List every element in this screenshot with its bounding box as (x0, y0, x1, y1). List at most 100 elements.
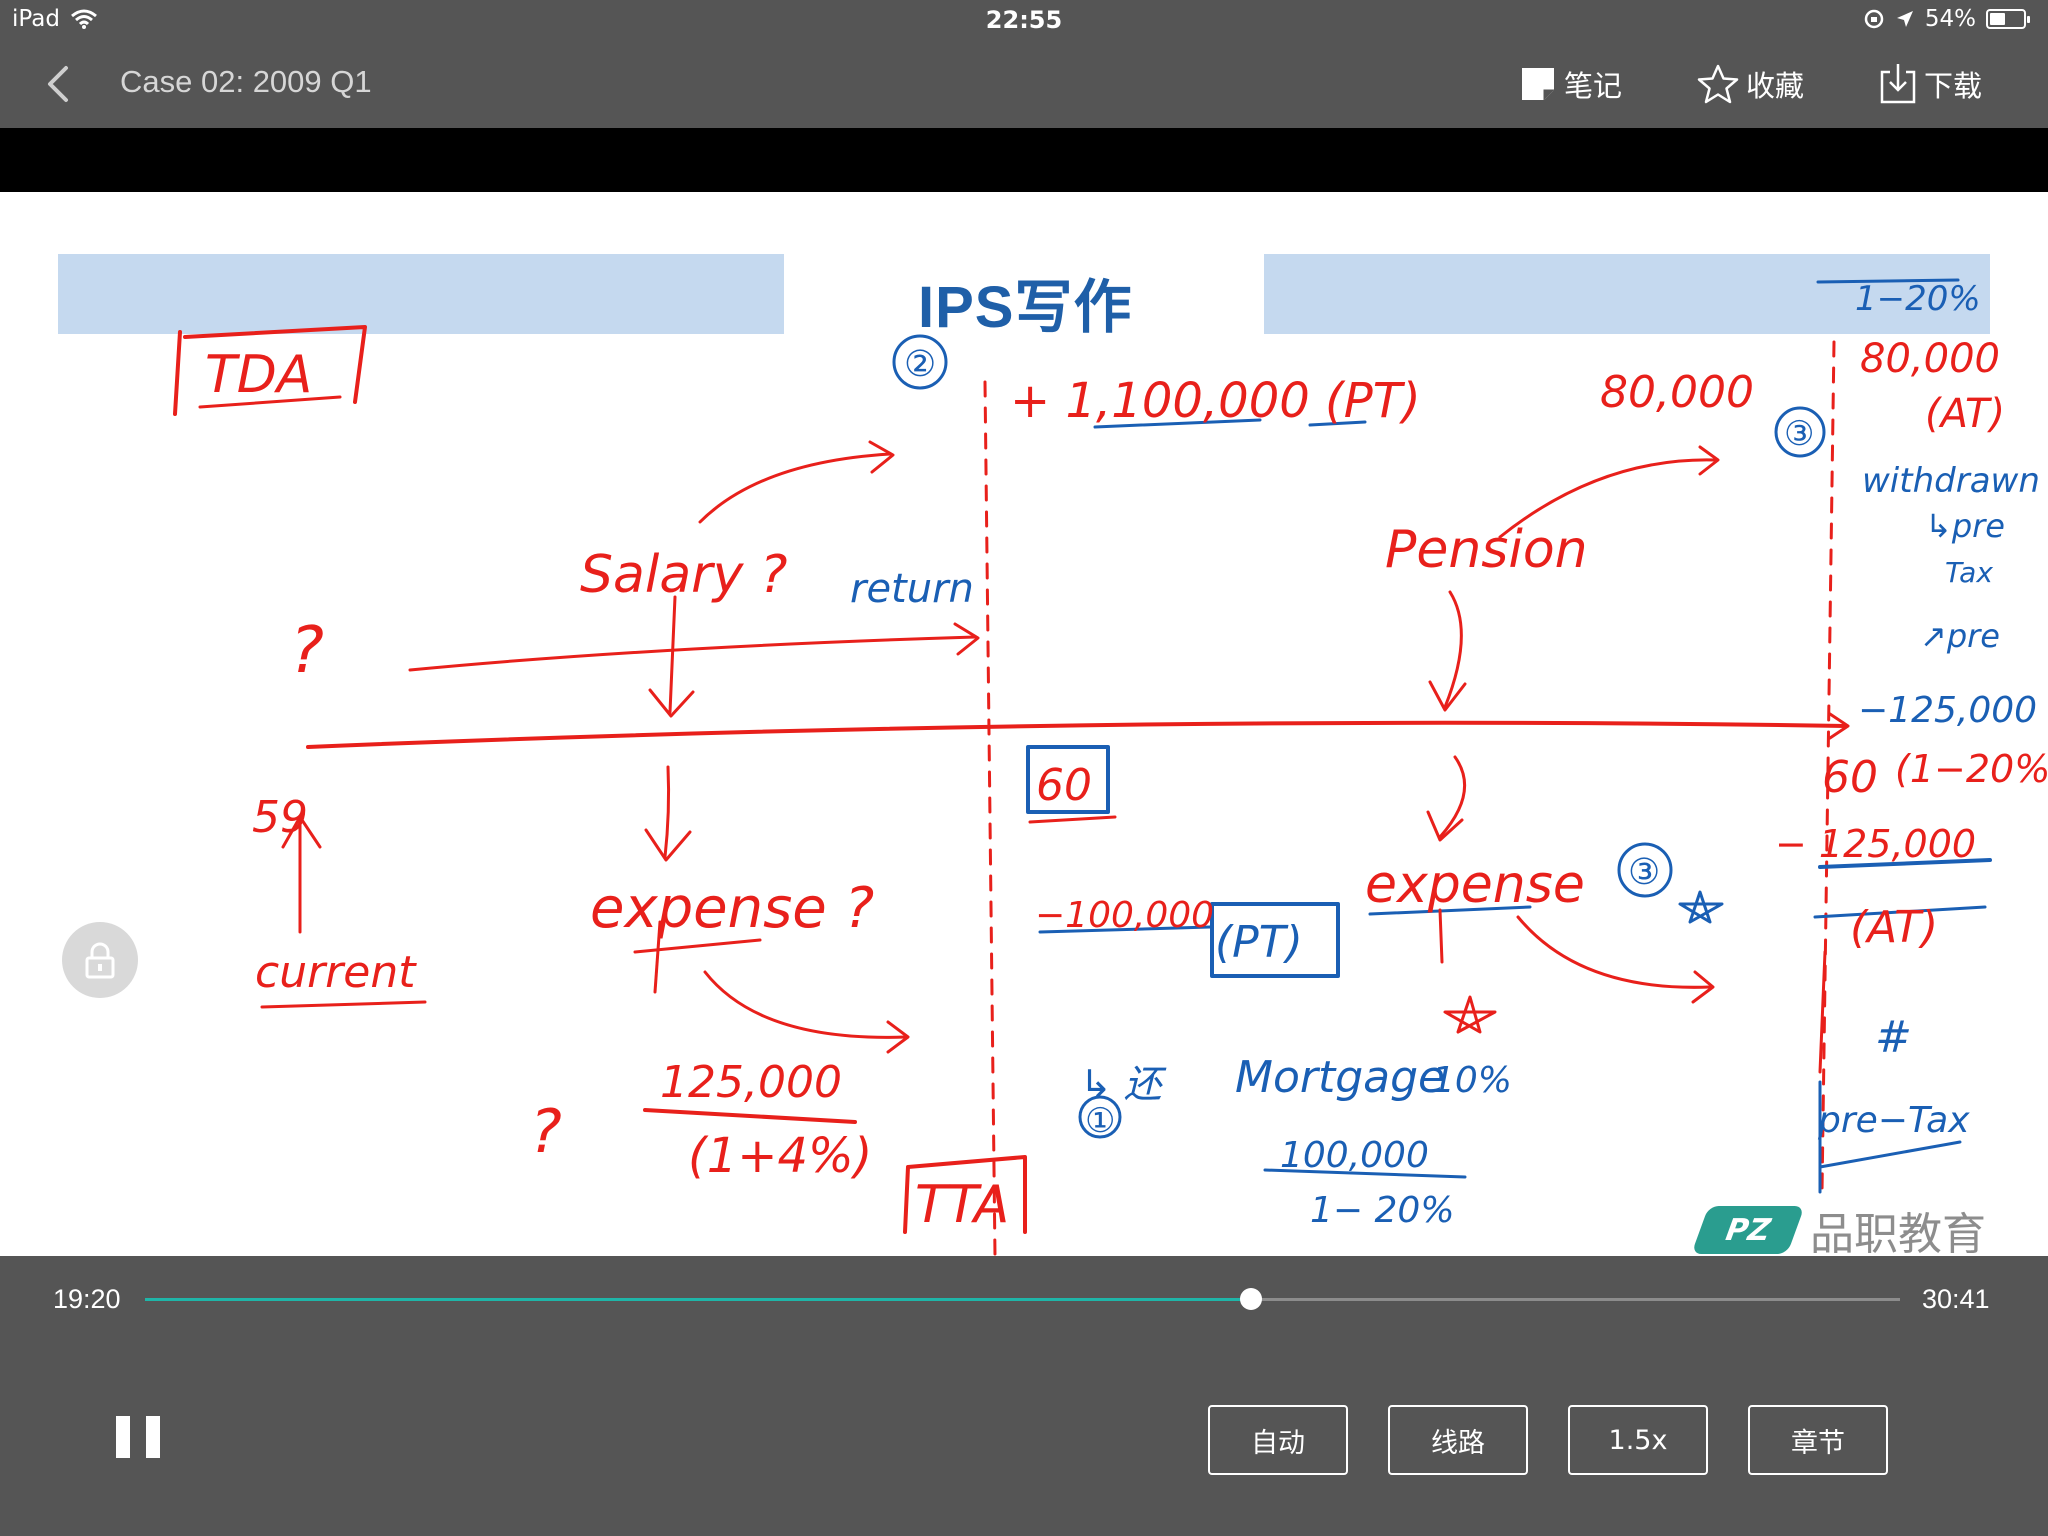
battery-level (1990, 13, 2006, 25)
timeline-line (306, 720, 1848, 749)
arrow-expense-right (703, 970, 907, 1039)
hw-pt-amount: + 1,100,000 (PT) (1010, 373, 1421, 429)
dashed-divider-2 (1820, 340, 1836, 1194)
hw-amount-80000-at: 80,000 (1860, 336, 2000, 382)
auto-quality-button[interactable]: 自动 (1208, 1405, 1348, 1475)
hw-tda: TDA (205, 345, 312, 405)
hw-age-60-right: 60 (1822, 752, 1878, 803)
speed-button[interactable]: 1.5x (1568, 1405, 1708, 1475)
hw-expense-right: expense (1365, 855, 1585, 915)
favorite-label: 收藏 (1746, 69, 1805, 103)
hw-pt-label: (PT) (1215, 917, 1303, 968)
download-icon (1880, 64, 1916, 104)
status-left: iPad (12, 6, 98, 32)
video-frame[interactable]: IPS写作 (0, 192, 2048, 1256)
arrow-pension-up (1498, 458, 1717, 539)
pt-box (1210, 902, 1340, 978)
hw-age-59: 59 (252, 792, 308, 843)
hw-at-label-2: (AT) (1850, 902, 1938, 953)
hw-current: current (255, 947, 417, 998)
hw-mortgage: Mortgage (1235, 1052, 1445, 1103)
hw-frac-den-top-right: 1−20% (1855, 279, 1981, 319)
hw-age-60-box: 60 (1036, 760, 1092, 811)
wifi-icon (70, 9, 97, 29)
hw-minus-100000: −100,000 (1035, 895, 1214, 936)
status-time: 22:55 (985, 6, 1063, 34)
hw-fraction-num-1: 100,000 (1280, 1135, 1429, 1176)
current-time: 19:20 (53, 1284, 121, 1314)
download-label: 下载 (1924, 69, 1983, 103)
device-name: iPad (12, 6, 60, 32)
hw-hash: # (1875, 1012, 1912, 1063)
arrow-to-expense-right (1438, 755, 1467, 839)
hw-fraction-den-2: (1+4%) (688, 1128, 872, 1184)
slide-title: IPS写作 (918, 275, 1133, 340)
hw-minus-125000-b: − 125,000 (1775, 822, 1976, 866)
hw-pre-tax-2: ↗pre (1920, 617, 2000, 655)
page-title: Case 02: 2009 Q1 (120, 64, 372, 99)
hw-fraction-num-2: 125,000 (660, 1057, 842, 1108)
watermark-logo: PZ (1691, 1206, 1805, 1254)
hw-q-mark-1: ? (290, 614, 324, 688)
hw-circle-2: ② (904, 344, 936, 385)
hw-amount-80000: 80,000 (1600, 367, 1754, 418)
slide-header-bar-right (1264, 254, 1990, 334)
watermark-text: 品职教育 (1810, 1209, 1986, 1256)
hw-at-label: (AT) (1925, 391, 2005, 437)
progress-fill (145, 1298, 1251, 1301)
progress-bar[interactable] (145, 1288, 1900, 1310)
hw-circle-3b: ③ (1628, 852, 1660, 893)
total-time: 30:41 (1922, 1284, 1990, 1314)
screen-lock-button[interactable] (62, 922, 138, 998)
notes-button[interactable]: 笔记 (1518, 62, 1622, 106)
location-icon (1896, 11, 1913, 27)
back-button[interactable] (40, 62, 80, 106)
nav-bar: Case 02: 2009 Q1 笔记 收藏 下载 (0, 40, 2048, 128)
arrow-pension-down (1443, 590, 1463, 709)
watermark: PZ 品职教育 (1691, 1198, 1986, 1256)
hw-withdrawn: withdrawn (1862, 461, 2040, 501)
age-60-box (1026, 745, 1110, 814)
hw-tta: TTA (915, 1175, 1009, 1235)
hw-pension: Pension (1385, 520, 1588, 580)
tta-box (903, 1155, 1027, 1234)
handwriting-layer: TDA ② + 1,100,000 (PT) 80,000 ③ 1−20% 80… (173, 278, 2048, 1256)
arrow-to-expense (663, 765, 671, 859)
dashed-divider-1 (983, 380, 997, 1256)
favorite-button[interactable]: 收藏 (1696, 62, 1804, 106)
route-button[interactable]: 线路 (1388, 1405, 1528, 1475)
hw-q-mark-2: ? (530, 1097, 562, 1167)
arrow-salary-right (408, 635, 977, 672)
star-mark-blue (1678, 890, 1724, 924)
note-icon (1522, 68, 1554, 100)
pause-button[interactable] (116, 1416, 166, 1460)
download-button[interactable]: 下载 (1878, 62, 1982, 106)
player-controls: 19:20 30:41 自动 线路 1.5x 章节 (0, 1256, 2048, 1536)
status-right: 54% (1863, 6, 2030, 32)
hw-formula-60: (1−20%) (1895, 747, 2048, 791)
lock-icon (85, 942, 115, 979)
battery-icon (1986, 9, 2030, 29)
watermark-logo-text: PZ (1719, 1212, 1777, 1248)
hw-pct-10: 10% (1432, 1060, 1512, 1101)
rotation-lock-icon (1864, 9, 1884, 29)
arrow-salary-down (668, 595, 677, 714)
hw-pre-tax-1: ↳pre (1925, 507, 2005, 545)
slide-header-bar-left (58, 254, 784, 334)
hw-circle-3a: ③ (1784, 414, 1814, 454)
hw-pre-tax-1b: Tax (1945, 556, 1993, 589)
arrow-expense-right-2 (1516, 915, 1712, 989)
battery-percent: 54% (1924, 6, 1976, 32)
hw-expense-left: expense ? (590, 876, 874, 941)
chevron-left-icon (48, 66, 68, 102)
chapter-button[interactable]: 章节 (1748, 1405, 1888, 1475)
progress-handle[interactable] (1239, 1288, 1262, 1310)
hw-circle-1: ① (1085, 1101, 1115, 1141)
star-icon (1697, 64, 1739, 104)
tda-box (173, 325, 367, 416)
hw-pre-tax-3: pre−Tax (1817, 1100, 1970, 1141)
hw-loan-note: ↳ 还 (1080, 1062, 1167, 1106)
notes-label: 笔记 (1564, 69, 1623, 103)
pause-icon-bar-right (146, 1416, 160, 1458)
hw-fraction-den-1: 1− 20% (1310, 1190, 1455, 1231)
